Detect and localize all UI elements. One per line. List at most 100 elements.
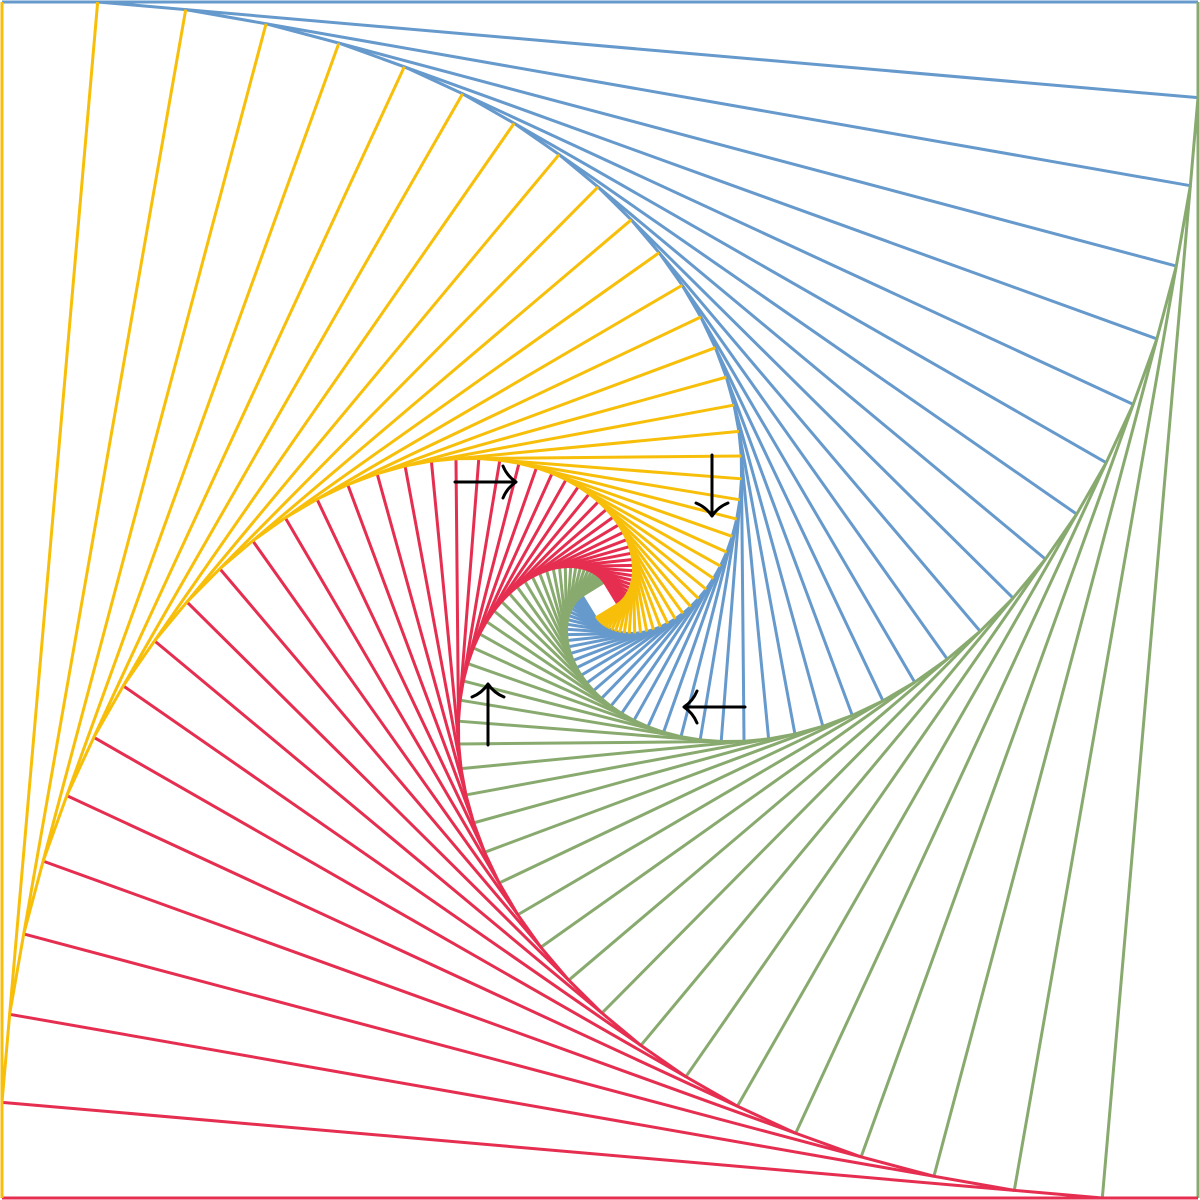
bottom-edge-line <box>603 581 620 606</box>
left-edge-line <box>376 375 727 476</box>
left-edge-line <box>153 153 561 642</box>
left-edge-line <box>185 185 600 604</box>
top-edge-line <box>558 153 1047 561</box>
top-edge-line <box>657 251 949 661</box>
bottom-edge-line <box>283 517 520 916</box>
left-edge-line <box>65 66 406 797</box>
bottom-edge-line <box>9 1012 1015 1192</box>
left-edge-line <box>122 122 516 687</box>
top-edge-line <box>513 122 1078 516</box>
bottom-edge-line <box>461 462 521 682</box>
right-edge-line <box>498 699 884 885</box>
bottom-edge-line <box>218 567 570 982</box>
left-edge-line <box>404 403 735 468</box>
right-edge-line <box>467 662 665 734</box>
top-edge-line <box>680 284 917 683</box>
bottom-edge-line <box>153 639 642 1047</box>
bottom-edge-line <box>403 465 468 796</box>
top-edge-line <box>739 455 746 742</box>
top-edge-line <box>596 185 1015 600</box>
bottom-edge-line-group <box>1 458 1198 1200</box>
bottom-edge-line <box>251 539 543 949</box>
right-edge-line-group <box>458 2 1200 1199</box>
top-edge-line <box>662 535 734 733</box>
left-edge-line <box>594 603 619 620</box>
right-edge-line <box>458 719 722 744</box>
left-edge-line <box>431 429 740 463</box>
right-edge-line <box>1100 97 1200 1199</box>
top-edge-line <box>580 594 597 619</box>
left-edge-line <box>499 458 741 502</box>
left-edge-line <box>0 1 100 1103</box>
bottom-edge-line <box>66 794 797 1135</box>
left-edge-line <box>347 346 716 487</box>
right-edge-line <box>1012 185 1192 1191</box>
top-edge-line <box>185 8 1191 188</box>
arrow-right-icon <box>453 464 518 500</box>
left-edge-line <box>316 315 702 501</box>
top-edge-line <box>461 92 1107 464</box>
top-edge-line <box>737 431 771 740</box>
top-edge-line <box>719 478 744 742</box>
top-edge-line <box>713 347 854 716</box>
bottom-edge-line <box>429 460 463 769</box>
top-edge-line <box>724 376 825 727</box>
right-edge-line <box>639 558 1047 1047</box>
bottom-edge-line <box>375 473 476 824</box>
top-edge-line <box>699 316 885 702</box>
left-edge-line <box>218 218 633 570</box>
right-edge-line <box>684 513 1078 1078</box>
right-edge-line <box>465 732 796 797</box>
left-edge-line-group <box>0 1 742 1198</box>
bottom-edge-line <box>93 736 739 1108</box>
right-edge-line <box>473 724 824 825</box>
left-edge-line <box>8 9 188 1015</box>
bottom-edge-line <box>122 684 687 1078</box>
left-edge-line <box>92 93 464 739</box>
bottom-edge-line <box>456 458 481 722</box>
bottom-edge-line <box>458 459 502 701</box>
right-edge-line <box>462 679 682 739</box>
bottom-edge-line <box>42 859 862 1159</box>
left-edge-line <box>251 251 661 543</box>
left-edge-line <box>455 454 742 461</box>
top-edge-line <box>732 404 797 735</box>
top-edge-line <box>97 0 1199 100</box>
right-edge-line <box>460 737 769 771</box>
right-edge-line <box>459 698 701 742</box>
arrow-up-icon <box>470 682 506 747</box>
left-edge-line <box>535 466 733 538</box>
right-edge-line <box>517 680 916 917</box>
bottom-edge-line <box>185 600 604 1015</box>
top-edge-line <box>403 65 1134 406</box>
right-edge-line <box>859 338 1159 1158</box>
left-edge-line <box>284 283 683 520</box>
top-edge-line <box>698 499 742 741</box>
bottom-edge-line <box>315 498 501 884</box>
right-edge-line <box>794 403 1135 1134</box>
right-edge-line <box>736 461 1108 1107</box>
right-edge-line <box>539 657 949 949</box>
top-edge-line <box>265 22 1177 268</box>
top-edge-line <box>630 218 982 633</box>
direction-arrows <box>453 453 747 747</box>
top-edge-line <box>338 41 1158 341</box>
right-edge-line <box>567 630 982 982</box>
right-edge-line <box>581 580 606 597</box>
arrow-left-icon <box>682 689 747 725</box>
bottom-edge-line <box>466 467 538 665</box>
bottom-edge-line <box>454 458 461 745</box>
top-edge-line-group <box>2 0 1199 742</box>
left-edge-line <box>22 23 268 935</box>
left-edge-line <box>478 456 742 481</box>
right-edge-line <box>484 713 853 854</box>
bottom-edge-line <box>346 484 487 853</box>
bottom-edge-line <box>23 932 935 1178</box>
right-edge-line <box>600 596 1015 1015</box>
right-edge-line <box>458 739 745 746</box>
left-edge-line <box>41 42 341 862</box>
bottom-edge-line <box>1 1100 1103 1200</box>
right-edge-line <box>932 265 1178 1177</box>
